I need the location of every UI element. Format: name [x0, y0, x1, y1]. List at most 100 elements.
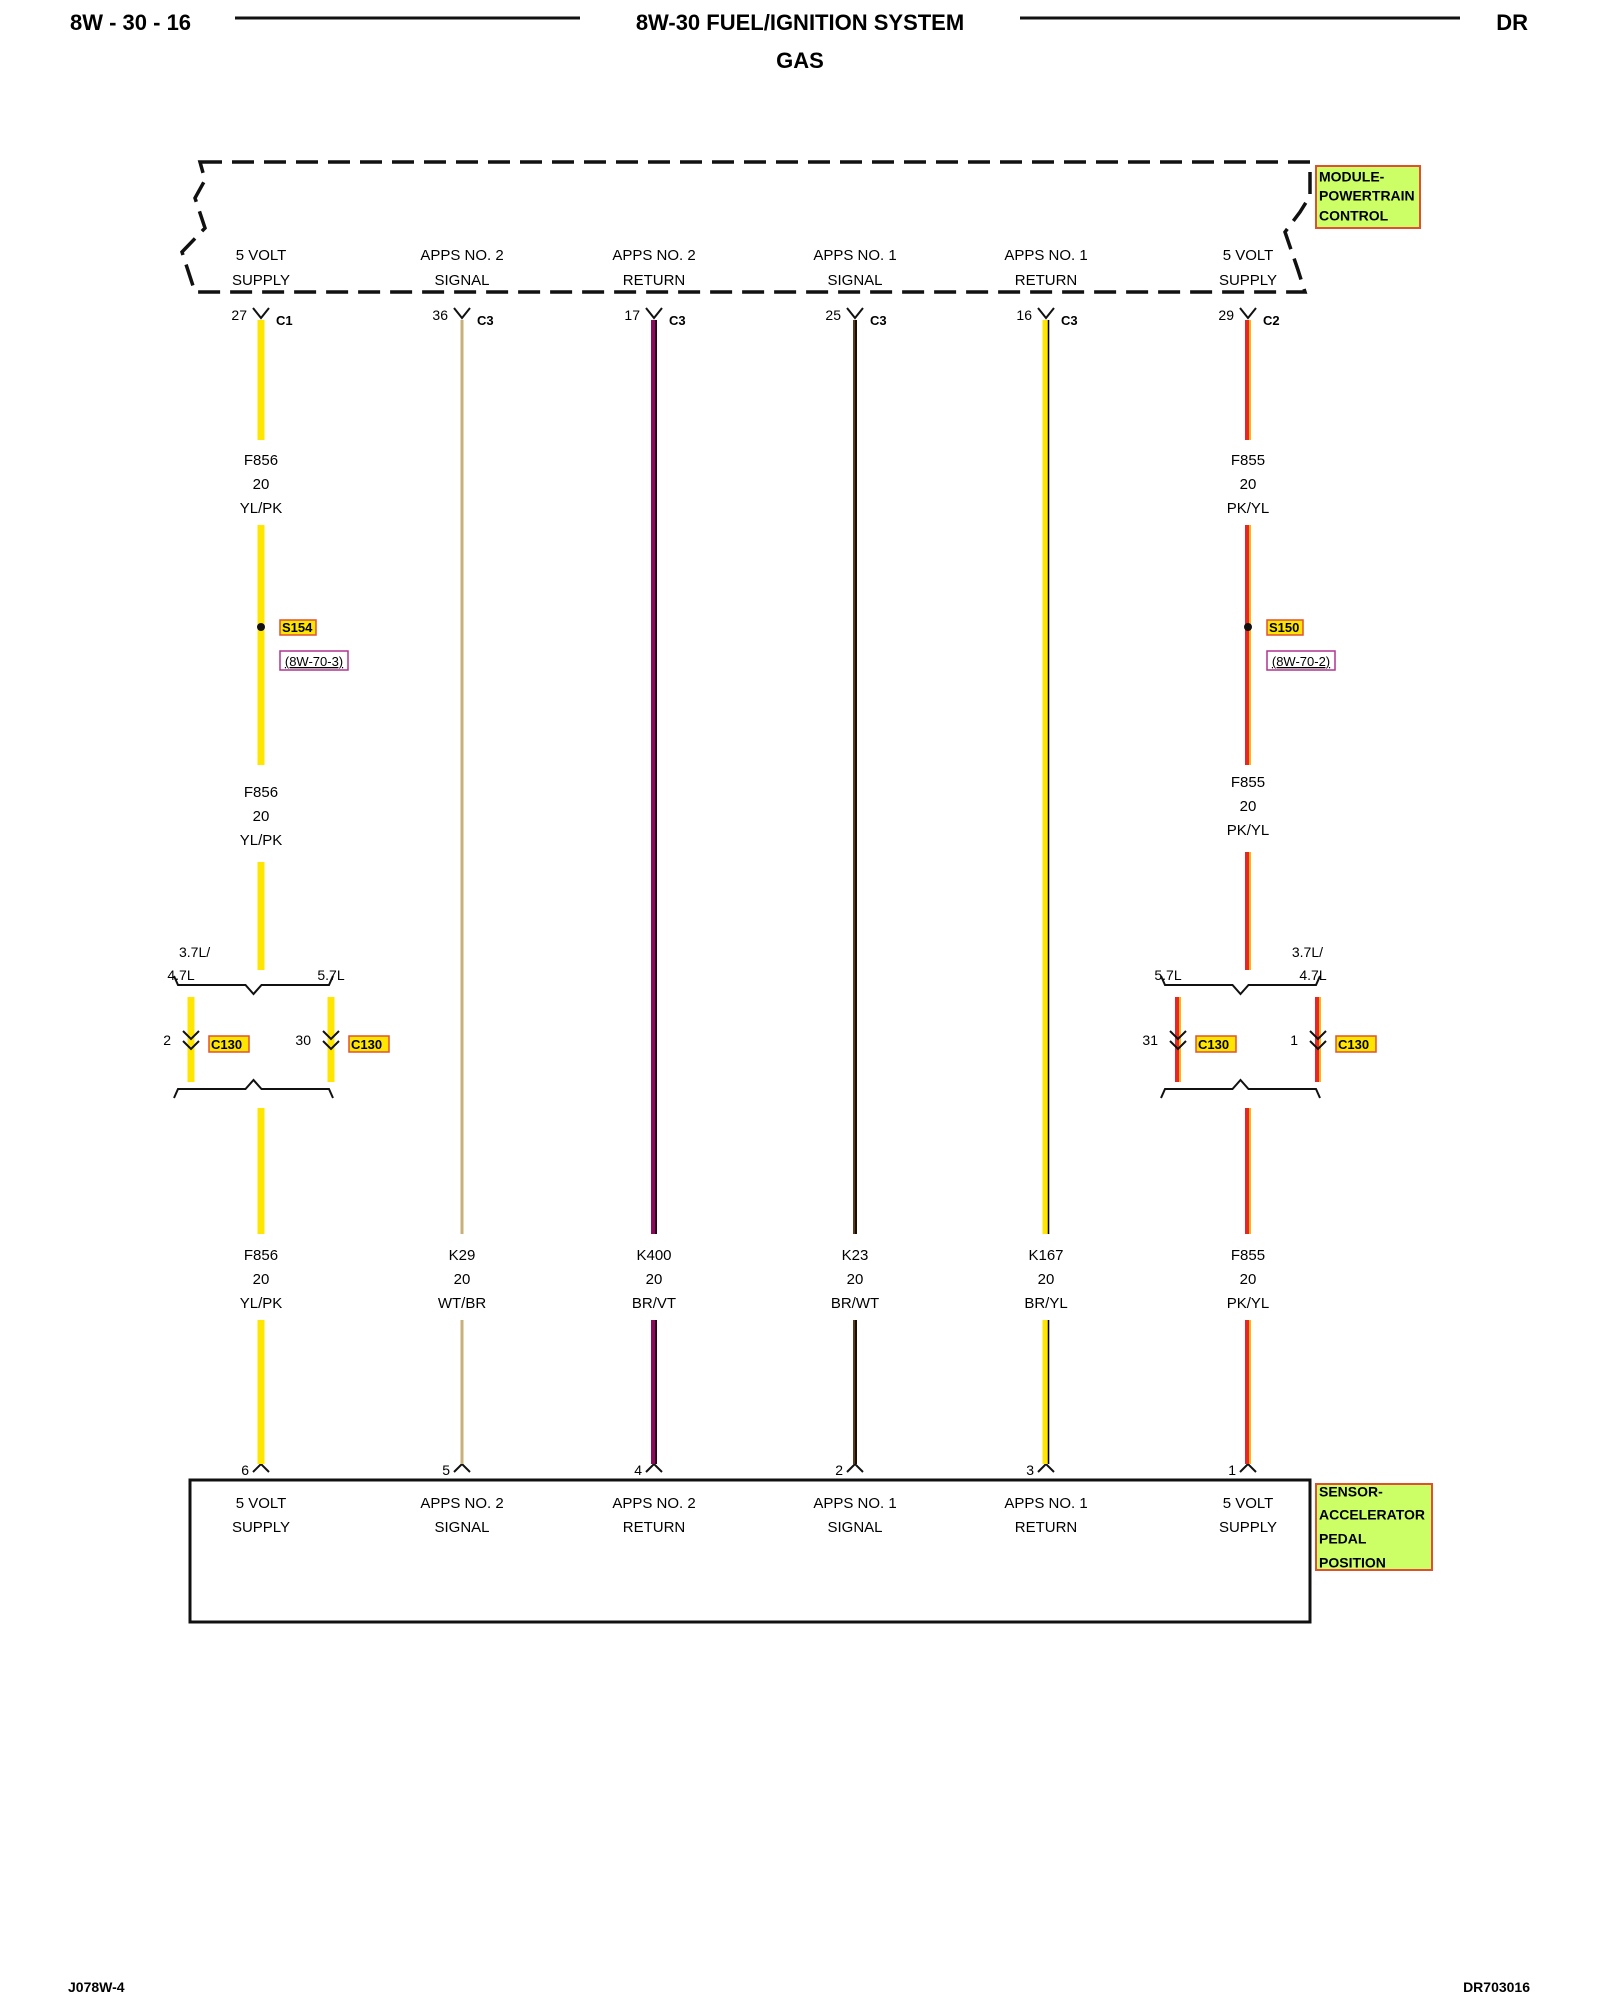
wire-label-top-color: PK/YL [1227, 500, 1270, 517]
splice-tag-text: S154 [282, 620, 313, 635]
wire-label-bottom-color: YL/PK [240, 1295, 283, 1312]
branch-connector-tag-text: C130 [1338, 1037, 1369, 1052]
branch-connector-tag: C130 [1335, 1035, 1377, 1053]
splice-tag: S154 [279, 619, 317, 636]
splice-ref-link-text: (8W-70-3) [285, 654, 343, 669]
pcm-connector-id: C3 [477, 313, 494, 328]
pcm-pin-label-line1: APPS NO. 1 [813, 247, 896, 264]
wire-label-mid-gauge: 20 [1240, 798, 1257, 815]
c130-connector [182, 1030, 200, 1051]
wire-label-bottom-circuit: F856 [244, 1247, 278, 1264]
page-header: 8W - 30 - 16 8W-30 FUEL/IGNITION SYSTEM … [70, 10, 1528, 73]
sensor-pin-label-line1: APPS NO. 2 [612, 1495, 695, 1512]
sensor-pin-number: 1 [1228, 1462, 1236, 1478]
pcm-pin-label-line2: SUPPLY [232, 272, 290, 289]
pcm-pin-connector [846, 307, 864, 320]
wire-segment-top [1245, 320, 1251, 440]
sensor-name-line1: SENSOR- [1319, 1484, 1383, 1500]
branch-pin-number: 30 [295, 1032, 311, 1048]
footer-right-code: DR703016 [1463, 1979, 1530, 1995]
model-code: DR [1496, 10, 1528, 35]
sensor-pin-label-line2: RETURN [1015, 1519, 1078, 1536]
pcm-pin-label-line1: APPS NO. 2 [420, 247, 503, 264]
pcm-pin-number: 27 [231, 307, 247, 323]
branch-engine-label-line2: 4.7L [167, 967, 194, 983]
sensor-name-line4: POSITION [1319, 1555, 1386, 1571]
pcm-dashed-outline [180, 160, 1312, 294]
wire-segment-bottom [1245, 1108, 1251, 1234]
pcm-module: MODULE- POWERTRAIN CONTROL [180, 160, 1421, 294]
footer-left-code: J078W-4 [68, 1979, 125, 1995]
sensor-pin-connector [252, 1462, 270, 1473]
sensor-pin-label-line2: SUPPLY [232, 1519, 290, 1536]
pcm-connector-id: C2 [1263, 313, 1280, 328]
pcm-pin-label-line2: SUPPLY [1219, 272, 1277, 289]
sensor-pin-number: 4 [634, 1462, 642, 1478]
wire-segment-to-sensor [651, 1320, 657, 1464]
wire-segment-to-sensor [853, 1320, 857, 1464]
wire-label-mid-circuit: F856 [244, 784, 278, 801]
splice-ref-link-text: (8W-70-2) [1272, 654, 1330, 669]
wire-label-bottom-gauge: 20 [646, 1271, 663, 1288]
wire-segment-top [1042, 320, 1050, 1234]
splice-ref-link-frame [279, 650, 349, 671]
branch-engine-label: 5.7L [1154, 967, 1181, 983]
branch-engine-label-line1: 3.7L/ [1292, 944, 1323, 960]
pcm-connector-id: C3 [870, 313, 887, 328]
branch-connector-tag-frame [208, 1035, 250, 1053]
branch-engine-label-line1: 3.7L/ [179, 944, 210, 960]
splice-tag-text: S150 [1269, 620, 1299, 635]
pcm-name-line3: CONTROL [1319, 208, 1389, 224]
sensor-pin-connector [846, 1462, 864, 1473]
sensor-pin-number: 2 [835, 1462, 843, 1478]
sensor-pin-number: 6 [241, 1462, 249, 1478]
splice-ref-link[interactable]: (8W-70-2) [1266, 650, 1336, 671]
pcm-name-line2: POWERTRAIN [1319, 188, 1415, 204]
branch-pin-number: 1 [1290, 1032, 1298, 1048]
sensor-name-line3: PEDAL [1319, 1531, 1367, 1547]
wire-label-bottom-color: BR/VT [632, 1295, 676, 1312]
sensor-pin-label-line1: APPS NO. 1 [1004, 1495, 1087, 1512]
pcm-pin-connector [252, 307, 270, 320]
pcm-connector-id: C1 [276, 313, 293, 328]
wire-label-mid-color: YL/PK [240, 832, 283, 849]
sensor-pin-connector [645, 1462, 663, 1473]
sensor-pin-connector [453, 1462, 471, 1473]
sensor-pin-connector [1239, 1462, 1257, 1473]
sensor-pin-label-line2: SUPPLY [1219, 1519, 1277, 1536]
pcm-pin-label-line1: 5 VOLT [1223, 247, 1274, 264]
wire-segment-to-splice [1245, 525, 1251, 765]
sensor-pin-label-line2: SIGNAL [434, 1519, 489, 1536]
wire-label-bottom-circuit: K400 [636, 1247, 671, 1264]
pcm-pin-connector [1239, 307, 1257, 320]
branch-connector-tag-frame [1195, 1035, 1237, 1053]
pcm-connector-id: C3 [1061, 313, 1078, 328]
wire-label-bottom-gauge: 20 [847, 1271, 864, 1288]
wire-segment-top [853, 320, 857, 1234]
wire-label-bottom-color: WT/BR [438, 1295, 486, 1312]
page-footer: J078W-4 DR703016 [68, 1979, 1530, 1995]
branch-connector-tag-frame [348, 1035, 390, 1053]
wire-segment-mid [1245, 852, 1251, 970]
splice-ref-link-frame [1266, 650, 1336, 671]
pcm-pin-label-line2: RETURN [1015, 272, 1078, 289]
sensor-pin-label-line1: 5 VOLT [236, 1495, 287, 1512]
wire-label-bottom-circuit: K29 [449, 1247, 476, 1264]
pcm-pin-number: 25 [825, 307, 841, 323]
branch-bracket-top [1160, 975, 1321, 996]
sensor-pin-label-line1: 5 VOLT [1223, 1495, 1274, 1512]
sensor-pin-number: 3 [1026, 1462, 1034, 1478]
sensor-pin-label-line2: RETURN [623, 1519, 686, 1536]
splice-ref-link[interactable]: (8W-70-3) [279, 650, 349, 671]
wire-label-top-gauge: 20 [253, 476, 270, 493]
wire-segment-to-sensor [1042, 1320, 1050, 1464]
branch-connector-tag-text: C130 [211, 1037, 242, 1052]
wire-label-bottom-gauge: 20 [253, 1271, 270, 1288]
